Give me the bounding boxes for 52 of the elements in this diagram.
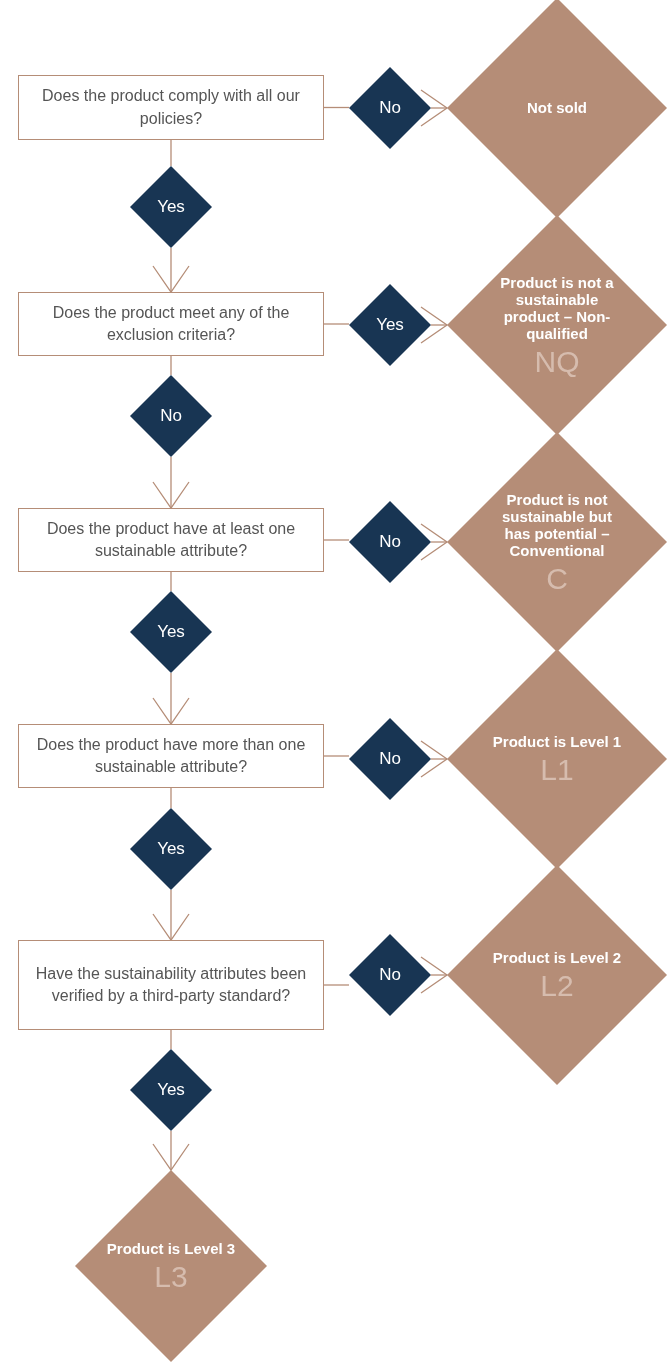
connector-arrow <box>152 456 190 509</box>
connector-arrow <box>152 247 190 293</box>
decision-diamond <box>130 166 212 248</box>
question-text: Does the product comply with all our policies? <box>41 86 301 129</box>
connector-arrow <box>152 1130 190 1171</box>
outcome-diamond <box>447 432 667 652</box>
decision-label: Yes <box>157 838 185 861</box>
outcome-diamond <box>447 215 667 435</box>
decision-diamond <box>130 591 212 673</box>
connector-arrow <box>420 740 448 778</box>
outcome-text: Not sold <box>527 99 587 117</box>
decision-diamond <box>130 1049 212 1131</box>
outcome-text: Product is not a sustainable product – Non-qualified <box>499 273 615 343</box>
outcome-text: Product is Level 1 <box>492 733 622 751</box>
decision-label: Yes <box>157 1079 185 1102</box>
connector-arrow <box>420 523 448 561</box>
decision-diamond <box>130 375 212 457</box>
connector-arrow <box>152 672 190 725</box>
outcome-text: Product is not sustainable but has potential – Conventional <box>501 490 613 560</box>
question-box <box>18 292 324 356</box>
decision-label: No <box>379 748 401 771</box>
outcome-diamond <box>447 0 667 218</box>
connector-arrow <box>152 889 190 941</box>
outcome-diamond <box>75 1170 267 1362</box>
outcome-diamond <box>447 865 667 1085</box>
decision-diamond <box>349 501 431 583</box>
question-text: Have the sustainability attributes been verified by a third-party standard? <box>34 963 308 1006</box>
decision-diamond <box>130 808 212 890</box>
decision-label: Yes <box>376 314 404 337</box>
decision-label: Yes <box>157 621 185 644</box>
question-box <box>18 508 324 572</box>
question-text: Does the product meet any of the exclusion criteria? <box>51 302 291 345</box>
decision-label: Yes <box>157 196 185 219</box>
question-text: Does the product have more than one sustainable attribute? <box>35 734 307 777</box>
outcome-text: Product is Level 3 <box>106 1240 236 1258</box>
decision-diamond <box>349 718 431 800</box>
question-box <box>18 75 324 140</box>
question-box <box>18 940 324 1030</box>
decision-diamond <box>349 67 431 149</box>
connector-arrow <box>420 306 448 344</box>
connector-arrow <box>420 956 448 994</box>
question-text: Does the product have at least one sustainable attribute? <box>45 518 297 561</box>
decision-diamond <box>349 934 431 1016</box>
decision-label: No <box>379 531 401 554</box>
decision-label: No <box>160 405 182 428</box>
connector-arrow <box>420 89 448 127</box>
decision-diamond <box>349 284 431 366</box>
question-box <box>18 724 324 788</box>
outcome-text: Product is Level 2 <box>492 949 622 967</box>
outcome-diamond <box>447 649 667 869</box>
decision-label: No <box>379 97 401 120</box>
decision-label: No <box>379 964 401 987</box>
